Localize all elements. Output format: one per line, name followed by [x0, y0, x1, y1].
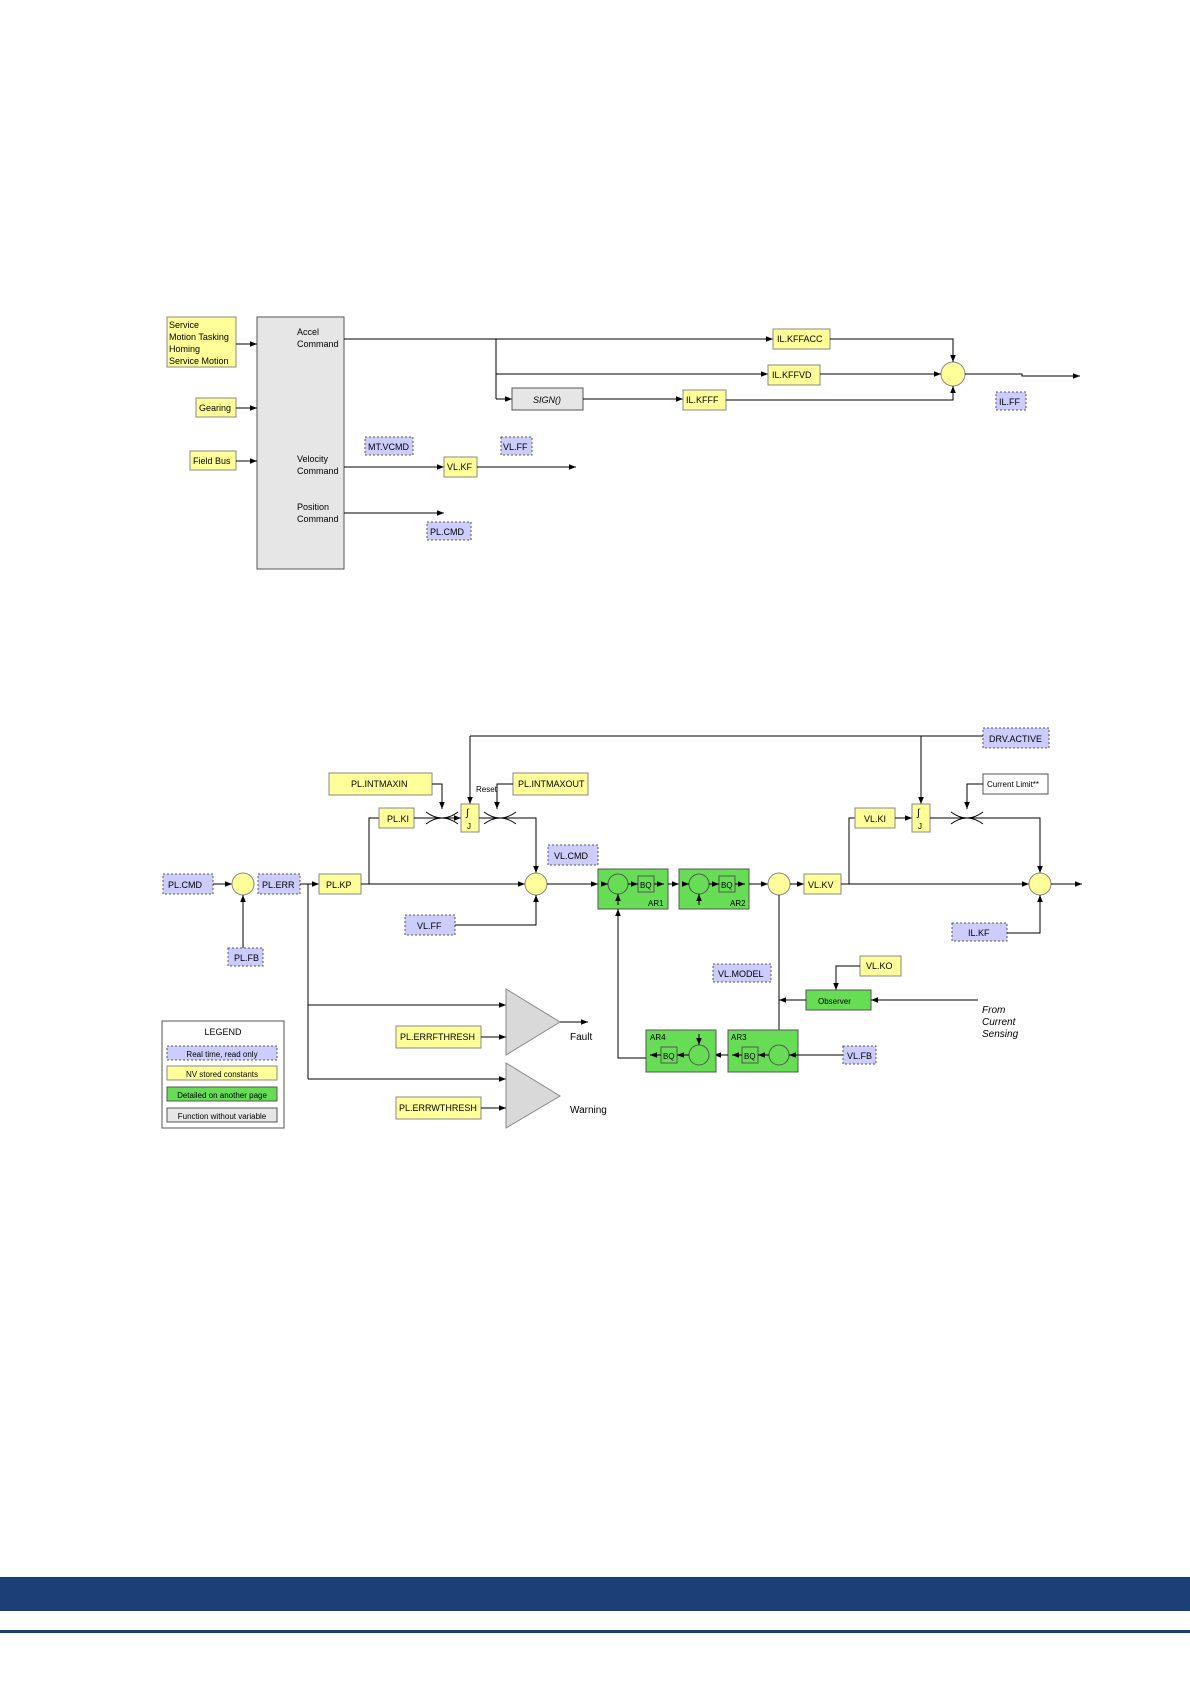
vl-ko-label: VL.KO [866, 961, 893, 971]
legend-function-swatch [166, 1107, 278, 1123]
vl-fb-label: VL.FB [847, 1051, 872, 1061]
pl-integrator-symbol: ∫ [465, 808, 470, 819]
vl-ff-label: VL.FF [417, 921, 442, 931]
ar3-bq-label: BQ [744, 1052, 756, 1061]
velocity-command-label-1: Velocity [297, 454, 329, 464]
vl-fb-badge [842, 1045, 877, 1065]
ar2-label: AR2 [730, 899, 746, 908]
legend-title: LEGEND [204, 1027, 242, 1037]
warning-label: Warning [570, 1105, 607, 1116]
vl-cmd-badge [547, 844, 599, 866]
ff-sum-junction [940, 361, 966, 387]
ar2-bq-label: BQ [721, 881, 733, 890]
position-error-sum [231, 872, 255, 896]
observer-label: Observer [818, 997, 851, 1006]
pl-cmd-badge-top [426, 521, 472, 541]
current-command-sum [1028, 872, 1052, 896]
velocity-command-label-2: Command [297, 466, 339, 476]
accel-command-label-1: Accel [297, 327, 319, 337]
mt-vcmd-badge [364, 436, 414, 456]
pl-intmaxout-label: PL.INTMAXOUT [518, 779, 585, 789]
service-source-box [166, 316, 237, 368]
il-kffvd-label: IL.KFFVD [772, 370, 812, 380]
velocity-error-sum [767, 872, 791, 896]
from-current-label-3: Sensing [982, 1029, 1019, 1040]
pl-integrator-symbol-2: J [467, 822, 471, 831]
current-limit-label: Current Limit** [987, 780, 1039, 789]
service-source-line-3: Homing [169, 344, 200, 354]
vl-kf-label: VL.KF [447, 462, 473, 472]
vl-ki-label: VL.KI [864, 814, 886, 824]
ar1-label: AR1 [648, 899, 664, 908]
command-generator-block [256, 316, 345, 570]
fault-comparator [505, 988, 561, 1056]
field-bus-label: Field Bus [193, 456, 231, 466]
legend-item-nv: NV stored constants [186, 1070, 258, 1079]
ar4-bq-label: BQ [663, 1052, 675, 1061]
position-velocity-loop-diagram [161, 727, 1082, 1129]
il-kfff-label: IL.KFFF [686, 395, 719, 405]
il-kffacc-label: IL.KFFACC [777, 334, 823, 344]
vl-ff-badge-top [500, 436, 533, 456]
legend-item-realtime: Real time, read only [186, 1050, 257, 1059]
vl-model-label: VL.MODEL [718, 969, 764, 979]
il-kffvd-box [767, 364, 821, 386]
from-current-label-1: From [982, 1005, 1005, 1016]
position-command-label-1: Position [297, 502, 329, 512]
pl-cmd-label: PL.CMD [168, 880, 203, 890]
velocity-command-sum [524, 872, 548, 896]
vl-integrator-symbol: ∫ [916, 808, 921, 819]
legend-nv-swatch [166, 1065, 278, 1081]
service-source-line-1: Service [169, 320, 199, 330]
reset-label: Reset [476, 785, 498, 794]
pl-ki-label: PL.KI [387, 814, 409, 824]
pl-kp-label: PL.KP [326, 880, 352, 890]
vl-model-badge [712, 963, 772, 983]
ar1-bq-label: BQ [640, 881, 652, 890]
drv-active-badge [982, 727, 1050, 749]
vl-cmd-label: VL.CMD [554, 851, 589, 861]
fault-label: Fault [570, 1032, 592, 1043]
pl-intmaxin-label: PL.INTMAXIN [351, 779, 408, 789]
pl-errwthresh-label: PL.ERRWTHRESH [399, 1103, 477, 1113]
legend-item-detailed: Detailed on another page [177, 1091, 267, 1100]
legend-item-function: Function without variable [178, 1112, 267, 1121]
pl-fb-label: PL.FB [234, 953, 259, 963]
vl-ff-label-top: VL.FF [503, 442, 528, 452]
footer-bar [0, 1577, 1190, 1611]
legend-detailed-swatch [166, 1086, 278, 1102]
pl-errfthresh-label: PL.ERRFTHRESH [400, 1032, 475, 1042]
pl-err-label: PL.ERR [262, 880, 295, 890]
pl-cmd-label-top: PL.CMD [430, 527, 465, 537]
vl-kv-label: VL.KV [808, 880, 834, 890]
il-kf-label: IL.KF [968, 928, 990, 938]
gearing-label: Gearing [199, 403, 231, 413]
from-current-label-2: Current [982, 1017, 1017, 1028]
ar4-label: AR4 [650, 1033, 666, 1042]
il-kf-badge [951, 922, 1008, 942]
warning-comparator [505, 1062, 561, 1129]
il-ff-label: IL.FF [999, 397, 1021, 407]
service-source-line-2: Motion Tasking [169, 332, 229, 342]
pl-fb-badge [227, 947, 264, 967]
ar3-label: AR3 [731, 1033, 747, 1042]
position-command-label-2: Command [297, 514, 339, 524]
vl-integrator-symbol-2: J [918, 822, 922, 831]
legend-realtime-swatch [166, 1045, 278, 1061]
drv-active-label: DRV.ACTIVE [989, 734, 1042, 744]
sign-function-label: SIGN() [533, 395, 561, 405]
il-ff-badge [995, 391, 1027, 411]
command-source-diagram [166, 316, 1080, 570]
service-source-line-4: Service Motion [169, 356, 229, 366]
footer-rule [0, 1630, 1190, 1633]
accel-command-label-2: Command [297, 339, 339, 349]
mt-vcmd-label: MT.VCMD [368, 442, 409, 452]
